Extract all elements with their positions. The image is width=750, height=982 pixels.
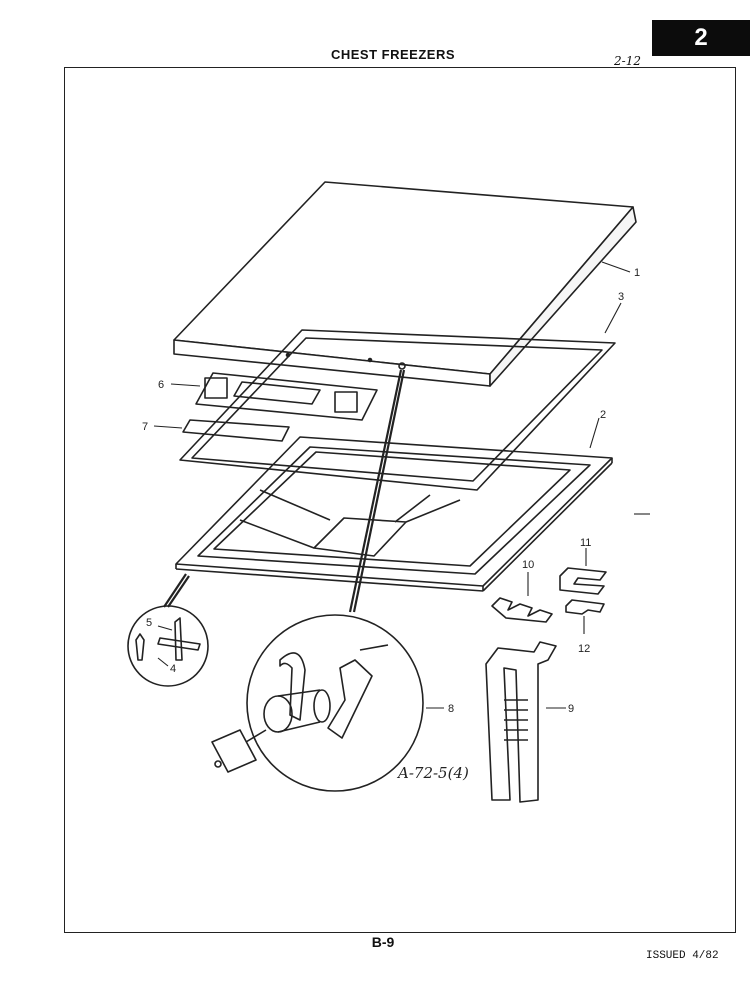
part-control-panel	[195, 372, 378, 421]
section-tab: 2	[652, 20, 750, 56]
issued-date: ISSUED 4/82	[646, 950, 719, 962]
callout-3: 3	[618, 291, 624, 303]
callout-4: 4	[170, 663, 176, 675]
handwritten-note: 2-12	[614, 54, 641, 68]
callout-10: 10	[522, 559, 534, 571]
callout-5: 5	[146, 617, 152, 629]
page-title: CHEST FREEZERS	[330, 47, 455, 62]
part-bracket-12	[565, 599, 605, 615]
part-bracket-11	[559, 567, 607, 595]
part-lid	[173, 181, 637, 387]
part-lock-detail	[211, 614, 424, 792]
callout-6: 6	[158, 379, 164, 391]
callout-9: 9	[568, 703, 574, 715]
callout-7: 7	[142, 421, 148, 433]
part-clips	[491, 597, 553, 623]
diagram-frame	[64, 67, 736, 933]
callout-12: 12	[578, 643, 590, 655]
part-breaker-frame	[175, 436, 613, 592]
page-code: B-9	[371, 934, 395, 950]
callout-1: 1	[634, 267, 640, 279]
part-hinge-detail	[127, 573, 209, 687]
reference-code: A-72-5(4)	[396, 764, 469, 782]
part-strip	[182, 419, 290, 442]
callout-11: 11	[580, 537, 591, 549]
callout-2: 2	[600, 409, 606, 421]
part-hinge-assembly	[485, 641, 557, 803]
callout-8: 8	[448, 703, 454, 715]
leader-lines	[153, 261, 650, 709]
